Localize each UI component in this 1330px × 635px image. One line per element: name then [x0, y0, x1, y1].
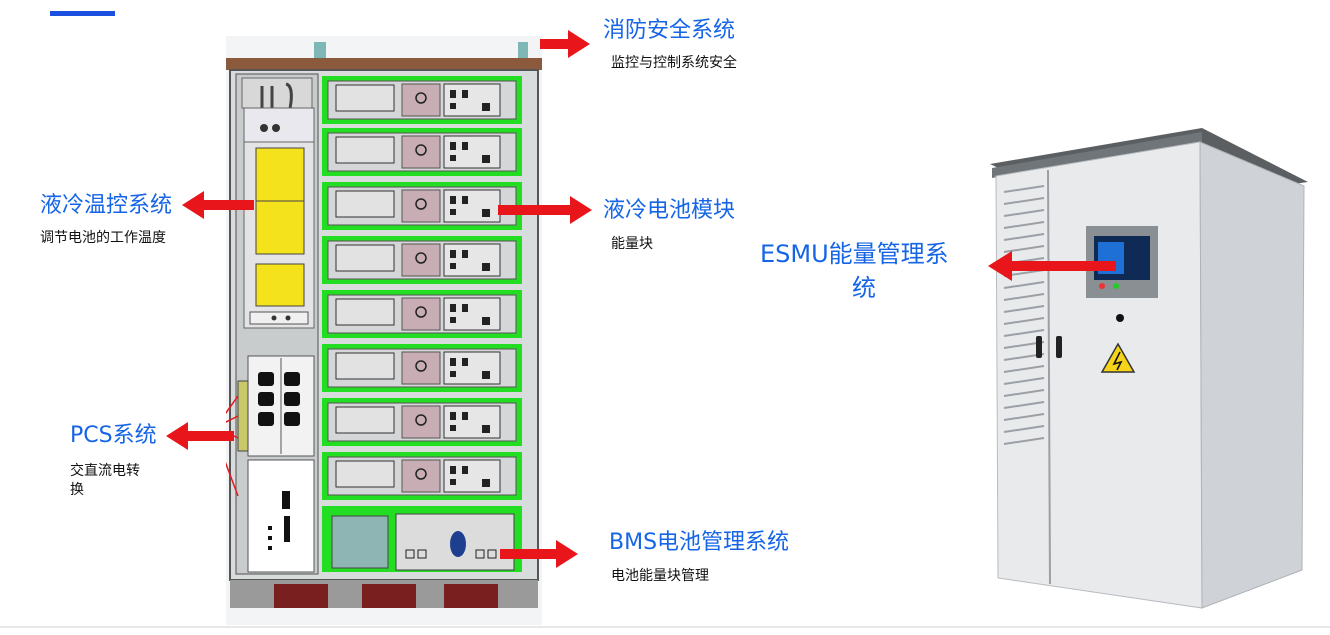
liquid-temp-subtitle: 调节电池的工作温度	[40, 230, 166, 246]
arrow-fire	[540, 30, 590, 58]
battery-module-subtitle: 能量块	[611, 236, 653, 252]
bms-title: BMS电池管理系统	[609, 530, 790, 555]
arrow-liquid-temp	[182, 191, 254, 219]
header-accent-bar	[50, 11, 115, 16]
esmu-title-line2: 统	[852, 274, 876, 302]
esmu-title-line1: ESMU能量管理系	[760, 240, 949, 268]
fire-safety-subtitle: 监控与控制系统安全	[611, 55, 737, 71]
esmu-outdoor-cabinet	[990, 128, 1308, 609]
cabinet-internal-diagram	[226, 36, 542, 625]
fire-safety-title: 消防安全系统	[603, 18, 736, 43]
pcs-title: PCS系统	[70, 423, 157, 448]
liquid-temp-title: 液冷温控系统	[40, 193, 173, 218]
arrow-battery-module	[498, 196, 592, 224]
bottom-divider	[0, 626, 1330, 628]
battery-module-title: 液冷电池模块	[603, 198, 736, 223]
arrow-esmu	[988, 251, 1116, 281]
bms-subtitle: 电池能量块管理	[611, 568, 709, 584]
pcs-subtitle-line2: 换	[70, 482, 84, 498]
arrow-bms	[500, 540, 578, 568]
arrow-pcs	[166, 422, 234, 450]
pcs-subtitle-line1: 交直流电转	[70, 463, 140, 479]
